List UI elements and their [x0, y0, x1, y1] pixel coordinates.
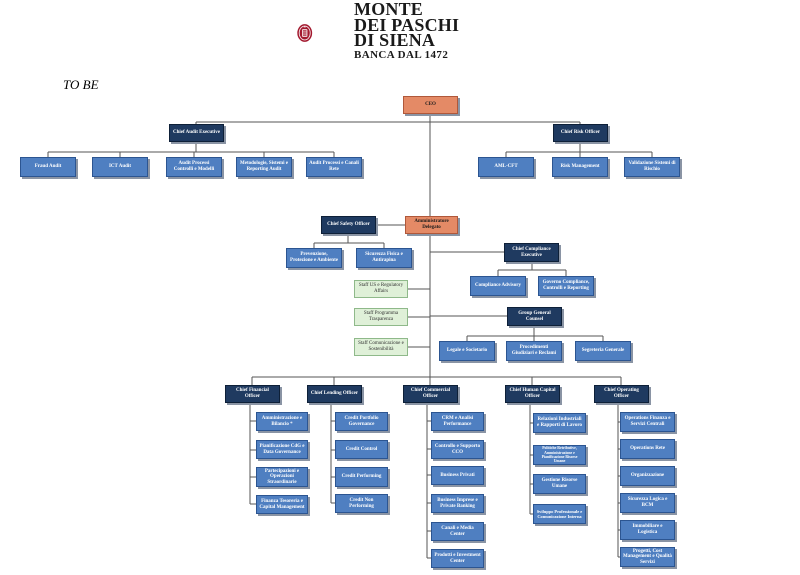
node-procedimenti-giudiziari: Procedimenti Giudiziari e Reclami	[506, 341, 562, 361]
node-immobiliare-logistica: Immobiliare e Logistica	[620, 520, 675, 540]
node-canali-media-center: Canali e Media Center	[431, 522, 484, 541]
node-pianificazione-cdg: Pianificazione CdG e Data Governance	[256, 440, 308, 459]
node-credit-control: Credit Control	[335, 440, 388, 459]
node-politiche-retributive: Politiche Retributive, Amministrazione e…	[533, 445, 586, 465]
node-prevenzione-protezione: Prevenzione, Protezione e Ambiente	[286, 248, 342, 268]
node-governo-compliance: Governo Compliance, Controlli e Reportin…	[538, 276, 594, 296]
node-finanza-tesoreria: Finanza Tesoreria e Capital Management	[256, 495, 308, 514]
node-chief-risk-officer: Chief Risk Officer	[553, 124, 608, 142]
node-gestione-risorse-umane: Gestione Risorse Umane	[533, 474, 586, 494]
brand-line-3: DI SIENA	[354, 30, 436, 50]
node-sicurezza-fisica: Sicurezza Fisica e Antirapina	[356, 248, 412, 268]
node-credit-portfolio-governance: Credit Portfolio Governance	[335, 412, 388, 431]
node-ict-audit: ICT Audit	[92, 157, 148, 177]
node-group-general-counsel: Group General Counsel	[507, 307, 562, 326]
node-organizzazione: Organizzazione	[620, 466, 675, 486]
brand-line-4: BANCA DAL 1472	[354, 48, 449, 61]
node-crm-analisi: CRM e Analisi Performance	[431, 412, 484, 431]
node-chief-human-capital-officer: Chief Human Capital Officer	[505, 385, 560, 403]
node-audit-processi-controlli: Audit Processi Controlli e Modelli	[166, 157, 222, 177]
brand-line-2: DEI PASCHI	[354, 14, 460, 35]
node-compliance-advisory: Compliance Advisory	[470, 276, 526, 296]
node-progetti-cost-management: Progetti, Cost Management e Qualità Serv…	[620, 547, 675, 567]
node-chief-compliance-executive: Chief Compliance Executive	[504, 243, 559, 262]
node-staff-comunicazione: Staff Comunicazione e Sostenibilità	[354, 338, 408, 356]
node-chief-operating-officer: Chief Operating Officer	[594, 385, 649, 403]
node-prodotti-investment: Prodotti e Investment Center	[431, 549, 484, 568]
node-sviluppo-professionale: Sviluppo Professionale e Comunicazione I…	[533, 504, 586, 524]
node-staff-us-regulatory: Staff US e Regulatory Affairs	[354, 280, 408, 298]
node-legale-societario: Legale e Societario	[439, 341, 495, 361]
node-amministrazione-bilancio: Amministrazione e Bilancio *	[256, 412, 308, 431]
node-credit-performing: Credit Performing	[335, 467, 388, 487]
node-controllo-supporto-cco: Controllo e Supporto CCO	[431, 440, 484, 459]
brand-line-1: MONTE	[354, 0, 424, 19]
node-fraud-audit: Fraud Audit	[20, 157, 76, 177]
node-operations-rete: Operations Rete	[620, 439, 675, 459]
brand-wordmark: MONTE DEI PASCHI DI SIENA BANCA DAL 1472	[354, 0, 460, 62]
node-metodologie-sistemi: Metodologie, Sistemi e Reporting Audit	[236, 157, 292, 177]
node-business-imprese: Business Imprese e Private Banking	[431, 494, 484, 513]
node-ceo: CEO	[403, 96, 458, 114]
node-chief-commercial-officer: Chief Commercial Officer	[403, 385, 458, 403]
node-partecipazioni: Partecipazioni e Operazioni Straordinari…	[256, 467, 308, 487]
node-relazioni-industriali: Relazioni Industriali e Rapporti di Lavo…	[533, 413, 586, 433]
node-chief-lending-officer: Chief Lending Officer	[307, 385, 362, 403]
node-aml-cft: AML-CFT	[478, 157, 534, 177]
node-amministratore-delegato: Amministratore Delegato	[405, 216, 458, 234]
node-chief-safety-officer: Chief Safety Officer	[321, 216, 376, 234]
monte-paschi-logo-icon	[297, 24, 313, 42]
node-chief-audit-executive: Chief Audit Executive	[169, 124, 224, 142]
caption-to-be: TO BE	[63, 77, 99, 92]
node-audit-processi-canali: Audit Processi e Canali Rete	[306, 157, 362, 177]
node-credit-non-performing: Credit Non Performing	[335, 494, 388, 513]
node-risk-management: Risk Management	[552, 157, 608, 177]
node-segreteria-generale: Segreteria Generale	[575, 341, 631, 361]
node-sicurezza-logica: Sicurezza Logica e BCM	[620, 493, 675, 513]
node-validazione-sistemi: Validazione Sistemi di Rischio	[624, 157, 680, 177]
node-business-privati: Business Privati	[431, 466, 484, 485]
node-operations-finanza: Operations Finanza e Servizi Centrali	[620, 412, 675, 432]
node-staff-programma-trasparenza: Staff Programma Trasparenza	[354, 308, 408, 326]
node-chief-financial-officer: Chief Financial Officer	[225, 385, 280, 403]
